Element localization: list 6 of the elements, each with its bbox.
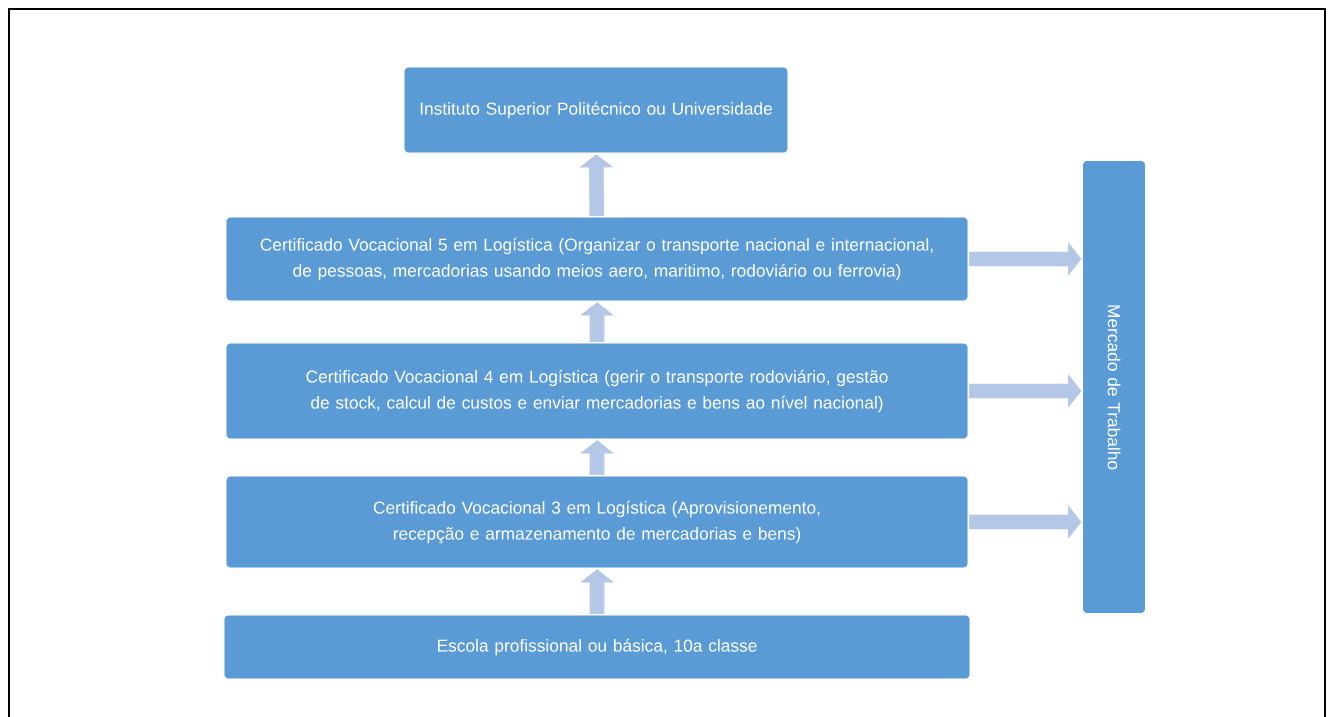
process-box: Certificado Vocacional 4 em Logística (gerir o transporte rodoviário, gestão de stock, calcul de custos e enviar mercadorias e bens ao nível nacional) xyxy=(226,343,968,439)
process-box: Instituto Superior Politécnico ou Universidade xyxy=(404,67,788,153)
process-box: Escola profissional ou básica, 10a classe xyxy=(224,615,970,679)
process-box: Mercado de Trabalho xyxy=(1083,161,1145,613)
process-box: Certificado Vocacional 5 em Logística (Organizar o transporte nacional e internacional, de pessoas, mercadorias usando meios aero, maritimo, rodoviário ou ferrovia) xyxy=(226,217,968,301)
process-box: Certificado Vocacional 3 em Logística (Aprovisionemento, recepção e armazenamento de mercadorias e bens) xyxy=(226,476,968,568)
